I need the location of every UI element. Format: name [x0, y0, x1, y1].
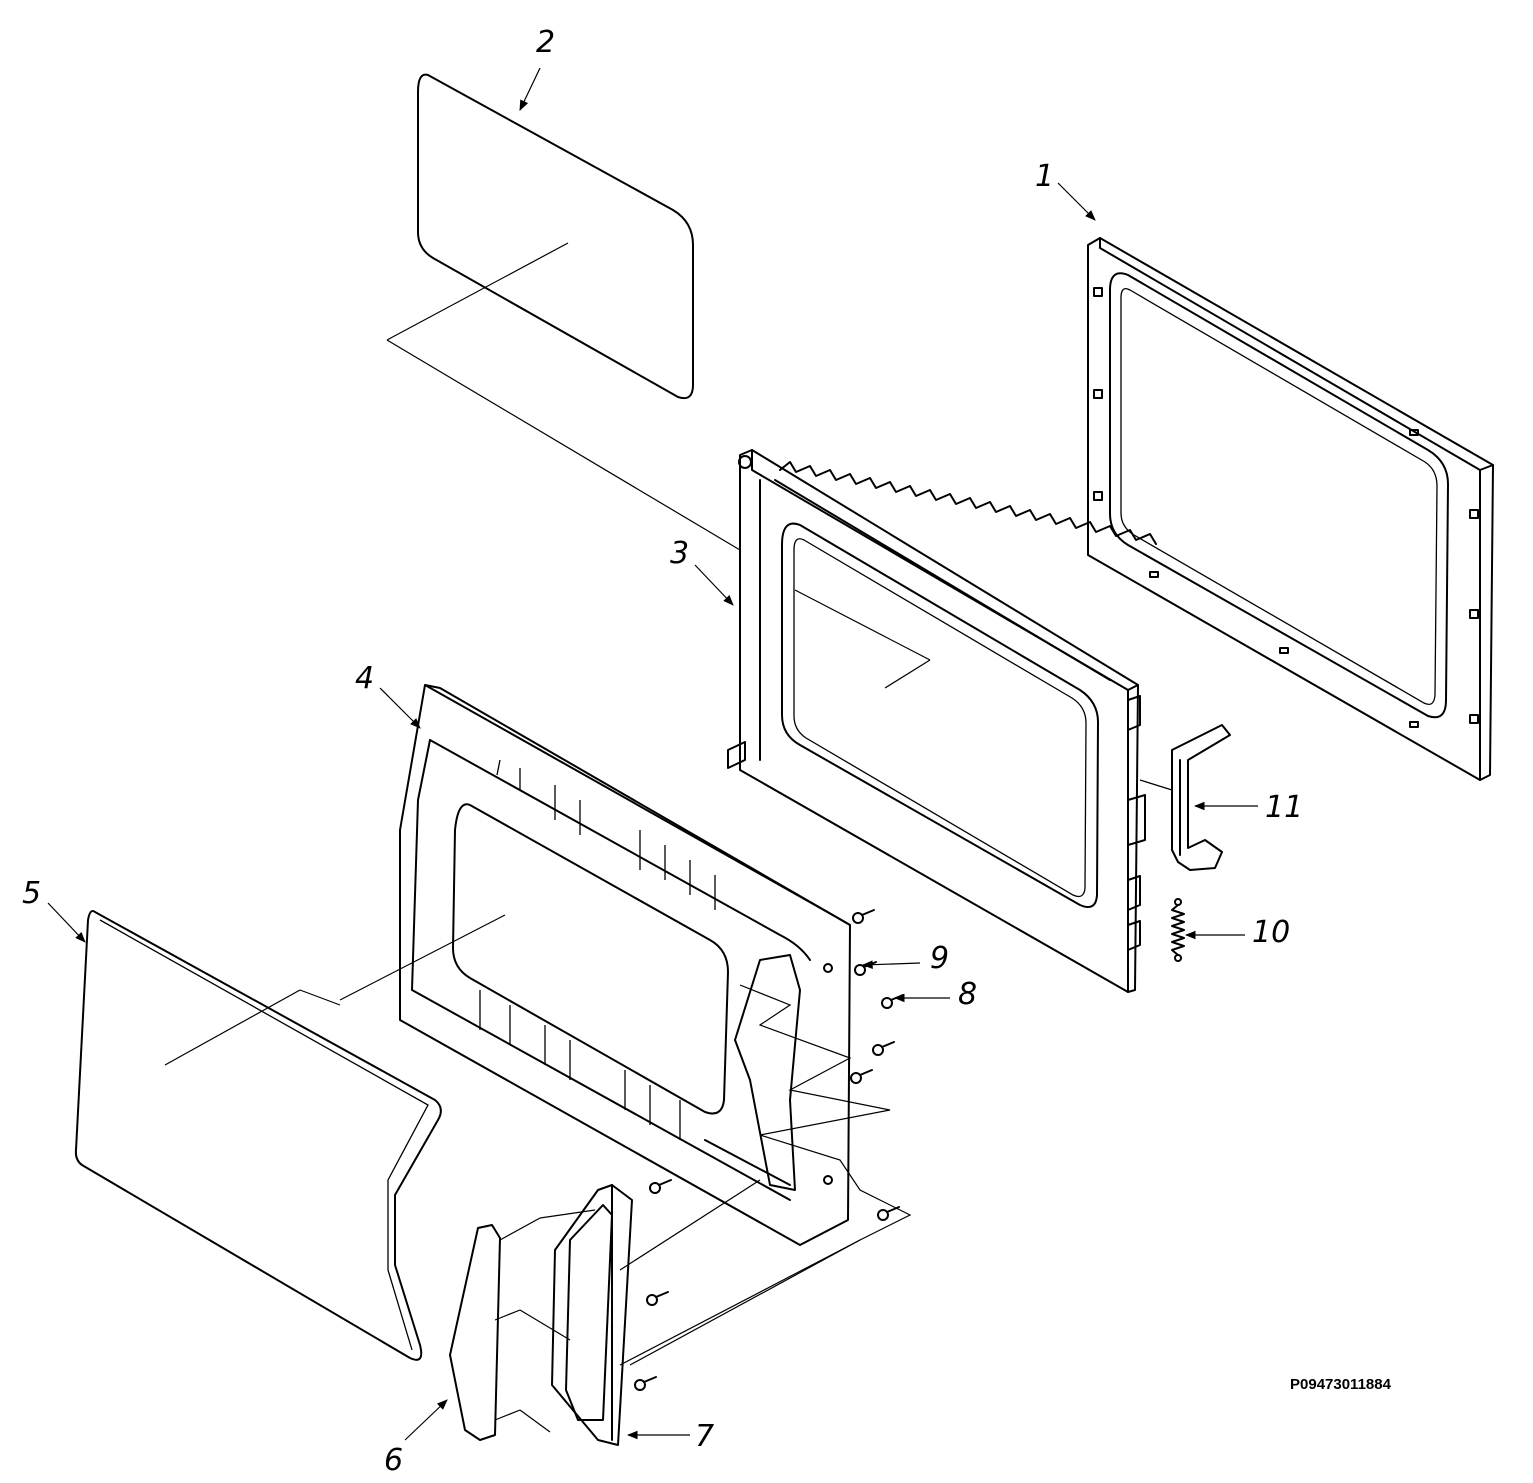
part-6-handle-cap [449, 1209, 596, 1441]
arrow-3 [694, 564, 734, 606]
callout-6: 6 [384, 1443, 403, 1478]
callout-1: 1 [1035, 159, 1054, 194]
arrow-4 [379, 687, 421, 729]
part-7-door-handle [551, 1179, 861, 1446]
arrow-2 [519, 67, 541, 111]
part-10-spring [1171, 898, 1185, 962]
part-1-door-frame [1087, 237, 1494, 781]
callout-4: 4 [355, 661, 374, 696]
arrow-1 [1057, 182, 1096, 221]
callout-arrows [47, 67, 1258, 1441]
arrow-5 [47, 902, 86, 943]
callout-10: 10 [1252, 915, 1290, 950]
arrow-9 [861, 960, 921, 969]
part-5-film-sheet [74, 910, 442, 1361]
document-code: P09473011884 [1290, 1376, 1392, 1393]
callout-2: 2 [536, 25, 555, 60]
callout-3: 3 [670, 536, 689, 571]
callout-labels: 2 1 3 4 5 6 7 8 9 10 11 [22, 25, 1303, 1478]
callout-9: 9 [930, 941, 949, 976]
part-4-door-front-frame [339, 684, 851, 1246]
callout-11: 11 [1265, 790, 1303, 825]
callout-8: 8 [958, 977, 977, 1012]
part-11-latch-hook [1139, 724, 1231, 871]
part-2-glass-panel [386, 73, 741, 551]
callout-5: 5 [22, 876, 41, 911]
arrow-6 [404, 1399, 448, 1441]
part-3-door-chassis [727, 449, 1157, 993]
callout-7: 7 [695, 1419, 714, 1454]
